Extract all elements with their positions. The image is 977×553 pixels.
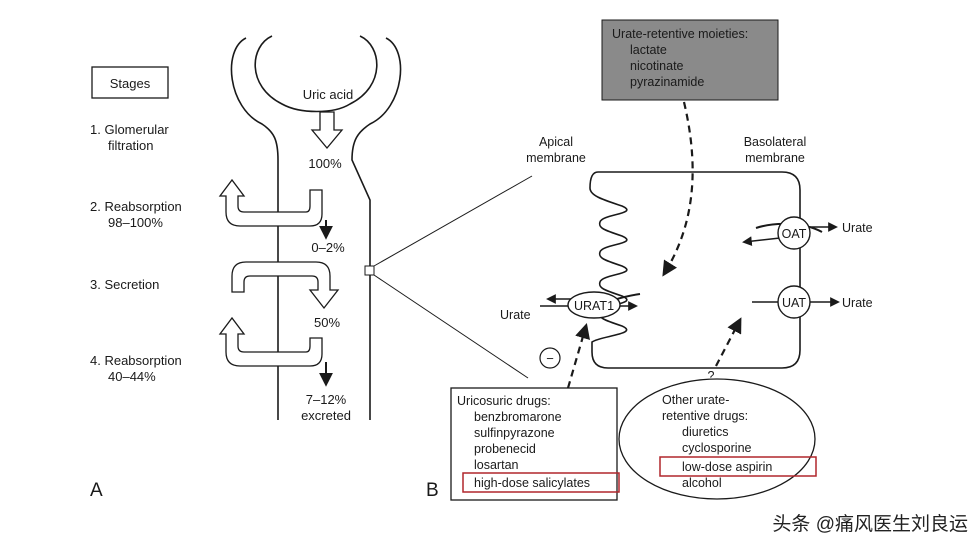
uricosuric-dashed-arrow: [566, 323, 590, 389]
watermark: 头条 @痛风医生刘良运: [772, 513, 968, 535]
other-item-highlighted: low-dose aspirin: [682, 460, 772, 474]
inhibition-minus: −: [546, 351, 554, 366]
urat1-label: URAT1: [574, 299, 614, 313]
uricosuric-item-highlighted: high-dose salicylates: [474, 476, 590, 490]
other-title-2: retentive drugs:: [662, 409, 748, 423]
excreted-pct-label: 7–12%: [306, 392, 347, 407]
pct-50-label: 50%: [314, 315, 340, 330]
stage-3-line1: 3. Secretion: [90, 277, 159, 292]
reabsorption-2-arrow: [218, 316, 323, 367]
nephron-right-wall: [351, 37, 402, 420]
moieties-title: Urate-retentive moieties:: [612, 27, 748, 41]
uricosuric-box: [450, 387, 618, 501]
tubular-cell: [589, 171, 801, 369]
urate-left-label: Urate: [500, 308, 531, 322]
oat-label: OAT: [782, 227, 807, 241]
oat-inward-arrow: [742, 236, 781, 247]
stage-4-line1: 4. Reabsorption: [90, 353, 182, 368]
moiety-item: pyrazinamide: [630, 75, 704, 89]
secretion-arrow: [231, 261, 340, 310]
moieties-box: [601, 19, 779, 101]
other-item: diuretics: [682, 425, 729, 439]
moieties-dashed-arrow: [662, 101, 694, 277]
zoom-line-bottom: [373, 274, 529, 379]
apical-label-1: Apical: [539, 135, 573, 149]
basolateral-label-2: membrane: [745, 151, 805, 165]
inhibition-circle: [539, 347, 561, 369]
oat-transporter: [777, 216, 811, 250]
moiety-item: lactate: [630, 43, 667, 57]
zoom-line-top: [373, 175, 533, 267]
panel-a: Stages 1. Glomerular filtration 2. Reabs…: [90, 35, 402, 501]
excreted-label: excreted: [301, 408, 351, 423]
panel-b: Urate-retentive moieties: lactate nicoti…: [364, 19, 873, 501]
stage-2-line2: 98–100%: [108, 215, 163, 230]
pct-100-label: 100%: [308, 156, 342, 171]
urat1-transporter: [567, 291, 621, 319]
stage-2-line1: 2. Reabsorption: [90, 199, 182, 214]
salicylates-highlight: [462, 472, 620, 493]
zoom-source-square: [364, 265, 375, 276]
moiety-item: nicotinate: [630, 59, 684, 73]
reabsorption-1-arrow: [218, 178, 323, 227]
uricosuric-title: Uricosuric drugs:: [457, 394, 551, 408]
other-item: alcohol: [682, 476, 722, 490]
other-item: cyclosporine: [682, 441, 752, 455]
other-drugs-ellipse: [618, 378, 816, 500]
uricosuric-item: benzbromarone: [474, 410, 562, 424]
panel-b-label: B: [426, 480, 439, 501]
uricosuric-item: losartan: [474, 458, 519, 472]
filtration-arrow: [310, 111, 344, 150]
urate-uat-label: Urate: [842, 296, 873, 310]
stages-box-label: Stages: [110, 76, 151, 91]
basolateral-label-1: Basolateral: [744, 135, 807, 149]
urate-oat-label: Urate: [842, 221, 873, 235]
panel-a-label: A: [90, 480, 103, 501]
uricosuric-item: probenecid: [474, 442, 536, 456]
stages-box: [91, 66, 169, 99]
apical-label-2: membrane: [526, 151, 586, 165]
uat-transporter: [777, 285, 811, 319]
question-mark: ?: [708, 369, 715, 383]
aspirin-highlight: [659, 456, 817, 477]
uric-acid-label: Uric acid: [303, 87, 354, 102]
stage-1-line2: filtration: [108, 138, 154, 153]
pct-0-2-label: 0–2%: [311, 240, 345, 255]
stage-1-line1: 1. Glomerular: [90, 122, 169, 137]
uricosuric-item: sulfinpyrazone: [474, 426, 555, 440]
uat-label: UAT: [782, 296, 806, 310]
other-drugs-dashed-arrow: [715, 317, 742, 367]
glomerulus-cup: [254, 35, 378, 113]
nephron-left-wall: [230, 37, 279, 420]
other-title-1: Other urate-: [662, 393, 729, 407]
stage-4-line2: 40–44%: [108, 369, 156, 384]
